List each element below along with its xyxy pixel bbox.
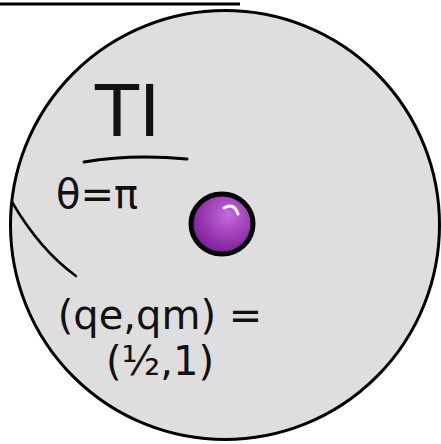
insulator-region: TI θ=π <box>9 9 441 441</box>
material-name: TI <box>95 75 160 147</box>
dyon-sphere <box>191 194 253 254</box>
edge-stroke <box>0 3 240 6</box>
region-illustration <box>12 12 438 438</box>
sphere-highlight <box>224 206 238 214</box>
theta-value: θ=π <box>56 174 138 214</box>
leader-line <box>12 202 76 276</box>
charge-label: (qe,qm) = (½,1) <box>45 292 275 384</box>
title-underline <box>84 157 187 162</box>
